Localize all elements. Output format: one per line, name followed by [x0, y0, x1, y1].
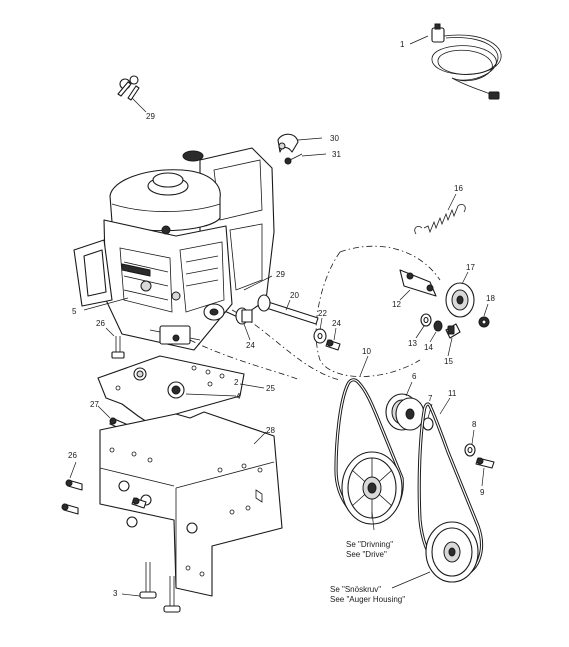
drive-note-swedish: Se "Drivning" [346, 540, 393, 549]
callout-14: 14 [424, 343, 433, 352]
upper-bolt [111, 336, 125, 359]
callout-5: 5 [72, 307, 77, 316]
callout-11: 11 [448, 389, 457, 398]
callout-17: 17 [466, 263, 475, 272]
callout-9: 9 [480, 488, 485, 497]
callout-22: 22 [318, 309, 327, 318]
callout-24-upper: 24 [332, 319, 341, 328]
callout-3: 3 [113, 589, 118, 598]
tension-spring [414, 204, 466, 235]
drive-shaft [257, 294, 319, 325]
callout-26-lower: 26 [68, 451, 77, 460]
callout-28: 28 [266, 426, 275, 435]
mounting-bracket [97, 355, 245, 425]
drive-pulley [341, 451, 403, 525]
handle-clip [277, 133, 299, 153]
auger-note-swedish: Se "Snöskruv" [330, 585, 381, 594]
ignition-keys [117, 75, 140, 101]
shoulder-bolt [445, 323, 461, 339]
callout-15: 15 [444, 357, 453, 366]
callout-1: 1 [400, 40, 405, 49]
pulley-bolt [475, 457, 495, 469]
spacer-washer [420, 313, 432, 327]
callout-29-engine: 29 [276, 270, 285, 279]
clip-screw [284, 153, 303, 165]
callout-24-lower: 24 [246, 341, 255, 350]
callout-13: 13 [408, 339, 417, 348]
callout-29-keys: 29 [146, 112, 155, 121]
callout-30: 30 [330, 134, 339, 143]
pulley-washer [464, 443, 476, 457]
side-bolts [61, 479, 147, 515]
bushing [433, 320, 443, 332]
callout-labels: 1 2 3 4 5 6 7 8 9 10 11 12 13 14 15 16 1… [68, 40, 495, 598]
carriage-bolts [139, 562, 181, 613]
lock-nut [478, 316, 490, 328]
callout-4: 4 [236, 392, 241, 401]
auger-housing-pulley [425, 521, 479, 583]
callout-31: 31 [332, 150, 341, 159]
callout-10: 10 [362, 347, 371, 356]
flat-washer [313, 328, 327, 344]
auger-reference-note: Se "Snöskruv" See "Auger Housing" [330, 585, 405, 604]
idler-bracket [399, 269, 437, 297]
idler-pulley [445, 282, 475, 318]
callout-18: 18 [486, 294, 495, 303]
callout-7: 7 [428, 394, 433, 403]
drive-note-english: See "Drive" [346, 550, 387, 559]
shaft-bolt [325, 339, 341, 351]
callout-27: 27 [90, 400, 99, 409]
pulley-key [422, 417, 434, 431]
callout-26-upper: 26 [96, 319, 105, 328]
callout-12: 12 [392, 300, 401, 309]
auger-note-english: See "Auger Housing" [330, 595, 405, 604]
callout-6: 6 [412, 372, 417, 381]
callout-2: 2 [234, 378, 239, 387]
auger-pulley [385, 393, 425, 431]
extension-cord [431, 23, 502, 100]
drive-reference-note: Se "Drivning" See "Drive" [346, 540, 393, 559]
shaft-spacer [235, 307, 253, 325]
callout-25: 25 [266, 384, 275, 393]
frame-assembly [99, 411, 283, 597]
engine [73, 147, 275, 351]
callout-16: 16 [454, 184, 463, 193]
callout-8: 8 [472, 420, 477, 429]
callout-20: 20 [290, 291, 299, 300]
